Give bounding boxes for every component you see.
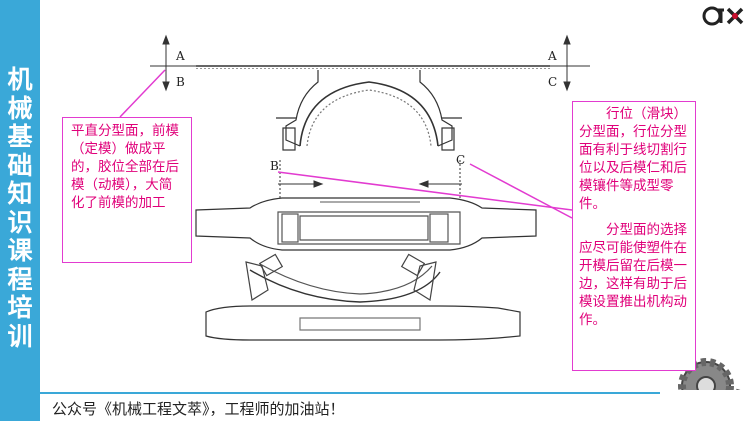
note-right-para-1: 行位（滑块）分型面，行位分型面有利于线切割行位以及后模仁和后模镶件等成型零件。: [579, 106, 687, 212]
footer-divider: [40, 392, 660, 394]
label-a-right: A: [547, 49, 557, 63]
middle-section: [195, 197, 537, 251]
label-b-left: B: [176, 75, 185, 89]
note-left-text: 平直分型面，前模（定模）做成平的，胶位全部在后模（动模），大简化了前模的加工: [71, 123, 179, 211]
slider-arrows: [278, 160, 462, 200]
note-slider-parting-surface: 行位（滑块）分型面，行位分型面有利于线切割行位以及后模仁和后模镶件等成型零件。 …: [572, 101, 696, 371]
label-b-mid: B: [270, 159, 279, 173]
sidebar-title: 机械基础知识课程培训: [7, 65, 33, 351]
section-marker-left: [150, 34, 196, 92]
upper-part: [276, 70, 462, 151]
footer-accent-bar: [0, 390, 40, 421]
footer-text: 公众号《机械工程文萃》，工程师的加油站！: [52, 400, 345, 418]
label-c-right: C: [548, 75, 557, 89]
section-marker-right: [540, 34, 590, 92]
label-c-mid: C: [456, 153, 465, 167]
lower-section: [205, 253, 521, 341]
sidebar: 机械基础知识课程培训: [0, 0, 40, 390]
otx-logo-icon: [702, 6, 744, 26]
footer: 公众号《机械工程文萃》，工程师的加油站！: [0, 390, 750, 421]
parting-line: [196, 65, 550, 69]
note-right-para-2: 分型面的选择应尽可能使塑件在开模后留在后模一边，这样有助于后模设置推出机构动作。: [579, 222, 687, 328]
label-a-left: A: [175, 49, 185, 63]
note-flat-parting-surface: 平直分型面，前模（定模）做成平的，胶位全部在后模（动模），大简化了前模的加工: [62, 117, 192, 263]
callout-lines: [119, 69, 573, 219]
